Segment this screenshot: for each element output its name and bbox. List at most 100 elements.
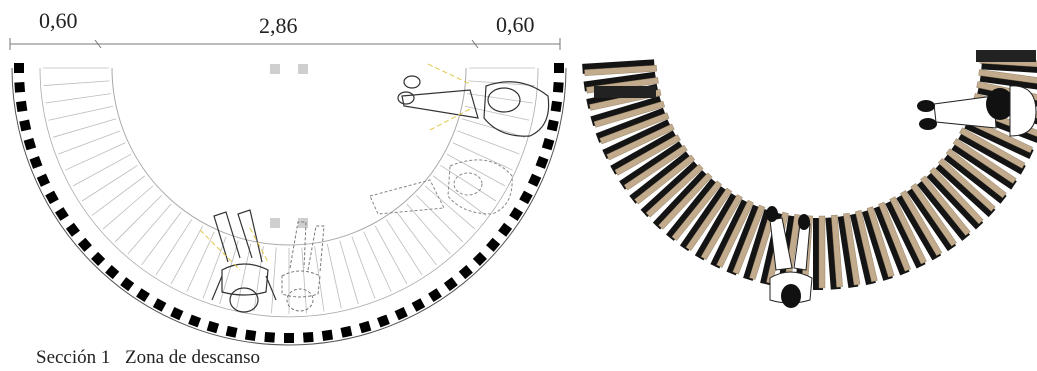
wood-slat	[861, 206, 895, 281]
edge-tile	[16, 100, 28, 113]
slat-line	[424, 185, 476, 230]
slat-wood	[866, 206, 895, 278]
bench-end-cap-left	[594, 86, 656, 98]
slat-line	[102, 185, 154, 230]
edge-tile	[29, 155, 43, 169]
wood-slat	[590, 95, 665, 128]
rendered-reclining-person	[917, 85, 1037, 137]
wood-slat	[906, 183, 957, 252]
slat-wood	[900, 190, 943, 256]
view-lines	[199, 63, 473, 271]
edge-tile	[54, 207, 69, 221]
dimension-center-label: 2,86	[259, 13, 298, 38]
edge-tile	[14, 81, 26, 93]
edge-tile	[394, 306, 408, 321]
slat-wood	[623, 144, 688, 191]
edge-tile	[527, 173, 542, 187]
slat-wood	[700, 194, 743, 260]
edge-tile	[14, 63, 24, 73]
slat-line	[468, 80, 535, 86]
edge-tile	[554, 63, 564, 73]
edge-tile	[45, 190, 59, 205]
slat-wood	[945, 148, 1007, 199]
edge-tile	[120, 277, 135, 292]
edge-tile	[358, 320, 372, 334]
edge-tile	[136, 288, 150, 303]
wood-slat	[943, 148, 1007, 204]
rendered-seated-person	[766, 206, 813, 308]
slat-line	[461, 118, 526, 138]
slat-shadow	[935, 161, 996, 218]
inner-arc	[111, 67, 467, 246]
slat-wood	[599, 112, 670, 145]
slat-line	[326, 243, 342, 309]
slat-wood	[959, 127, 1026, 169]
edge-tile	[65, 222, 80, 237]
slat-shadow	[943, 151, 1007, 204]
wood-slat	[837, 212, 861, 289]
slat-line	[452, 142, 513, 171]
edge-tile	[472, 251, 487, 266]
marker-square	[298, 218, 308, 228]
slat-line	[385, 219, 423, 276]
slat-wood	[732, 204, 766, 275]
reclining-person-figure	[397, 75, 550, 137]
wood-slat	[610, 130, 681, 176]
wood-slat	[849, 210, 878, 286]
slat-line	[271, 247, 277, 314]
slat-wood	[716, 199, 754, 268]
edge-tile	[206, 320, 220, 334]
slat-line	[155, 219, 193, 276]
caption-zone: Zona de descanso	[125, 347, 261, 368]
dimension-line	[9, 38, 561, 50]
edge-tile	[225, 325, 238, 338]
slat-line	[58, 130, 121, 155]
slat-wood	[855, 210, 878, 283]
marker-square	[298, 64, 308, 74]
wood-slat	[619, 141, 688, 191]
wood-slat	[652, 170, 713, 230]
slat-line	[339, 240, 359, 305]
wood-slat	[629, 151, 696, 205]
ghost-reclining-figure	[369, 159, 513, 215]
slat-shadow	[640, 161, 701, 218]
marker-square	[270, 218, 280, 228]
slat-line	[127, 203, 172, 255]
wood-slat	[935, 157, 996, 218]
slat-wood	[593, 100, 665, 128]
wood-slat	[602, 119, 675, 161]
edge-tile	[519, 190, 533, 205]
slat-line	[440, 164, 497, 202]
slat-shadow	[666, 178, 719, 241]
slat-line	[363, 231, 392, 292]
edge-tile	[541, 137, 555, 151]
slat-line	[114, 194, 163, 243]
slat-line	[432, 175, 487, 216]
rendered-bench-plan	[582, 50, 1037, 308]
wood-slat	[640, 161, 704, 218]
edge-tile	[23, 137, 37, 151]
slat-wood	[831, 214, 843, 288]
wood-slat	[825, 214, 843, 290]
slat-line	[301, 247, 307, 314]
wood-slat	[679, 186, 733, 252]
slat-line	[43, 80, 110, 86]
slat-shadow	[652, 170, 710, 230]
edge-tile	[458, 265, 473, 280]
slat-shadow	[926, 170, 984, 230]
wood-slat	[896, 190, 943, 261]
slat-shadow	[917, 178, 970, 241]
slat-line	[52, 118, 117, 138]
edge-tile	[340, 325, 353, 338]
edge-tile	[428, 288, 442, 303]
slat-wood	[978, 69, 1037, 86]
slat-line	[467, 93, 533, 104]
edge-tile	[550, 100, 562, 113]
bench-end-cap-right	[976, 50, 1036, 62]
edge-tile	[36, 173, 51, 187]
edge-tile	[77, 237, 92, 252]
slat-wood	[645, 163, 704, 218]
edge-tile	[411, 298, 426, 312]
